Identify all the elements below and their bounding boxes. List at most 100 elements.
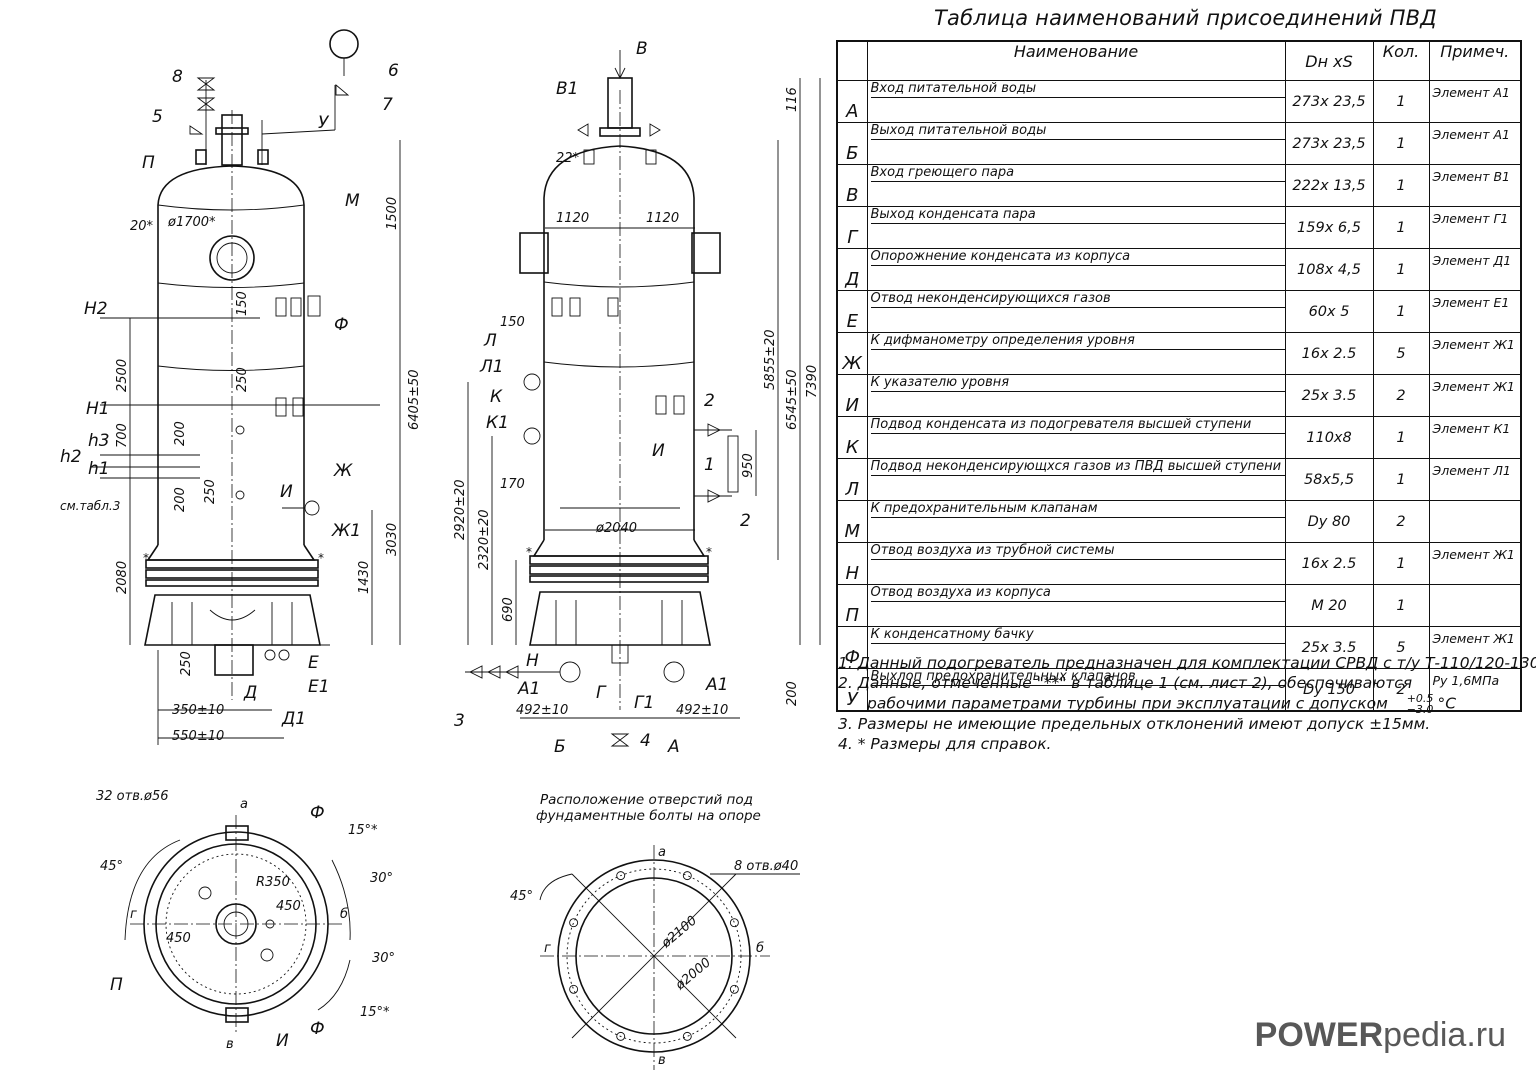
dim-2920: 2920±20 [453,479,468,540]
row-note [1428,500,1522,543]
level-h1: Н1 [86,399,110,419]
row-code: А [836,80,868,123]
row-qty: 1 [1372,122,1430,165]
callout-8: 8 [172,67,183,87]
callout-zh: Ж [333,461,353,481]
plan-callout-f-top: Ф [310,803,325,823]
row-qty: 1 [1372,542,1430,585]
row-code: В [836,164,868,207]
dim-2080: 2080 [115,561,130,594]
dim-950: 950 [741,453,756,478]
row-note: Элемент Ж1 [1428,332,1522,375]
svg-text:*: * [318,551,324,565]
row-note: Элемент Ж1 [1428,626,1522,669]
row-note: Элемент А1 [1428,122,1522,165]
row-code: Е [836,290,868,333]
row-qty: 1 [1372,248,1430,291]
row-size: 108x 4,5 [1284,248,1374,291]
row-size: 25x 3.5 [1284,626,1374,669]
dim-492-left: 492±10 [516,703,568,718]
note-3: 3. Размеры не имеющие предельных отклоне… [838,715,1431,733]
level-h1-small: h1 [88,459,110,479]
row-name-text: Подвод неконденсирующхся газов из ПВД вы… [870,459,1285,476]
plan-callout-i: И [276,1031,289,1051]
dim-700: 700 [115,423,130,448]
note-4: 4. * Размеры для справок. [838,734,1052,753]
row-code: Ф [836,626,868,669]
plan-callout-p: П [110,975,123,995]
dim-dia-2040: ø2040 [595,521,637,536]
callout-g1: Г1 [634,693,654,713]
level-h2-small: h2 [60,447,82,467]
callout-d1: Д1 [281,709,306,729]
dim-6405: 6405±50 [407,369,422,430]
row-name: Опорожнение конденсата из корпуса [866,248,1286,291]
row-name-text: К предохранительным клапанам [870,501,1285,518]
watermark-rest: pedia.ru [1383,1016,1506,1054]
row-name-text: К конденсатному бачку [870,627,1285,644]
callout-2-upper: 2 [704,391,715,411]
callout-a1-left: А1 [517,679,540,699]
dim-150: 150 [235,291,250,316]
watermark-logo: POWERpedia.ru [1255,1016,1506,1055]
bolt-angle-45: 45° [510,889,533,904]
table-title: Таблица наименований присоединений ПВД [934,6,1437,30]
row-note: Элемент К1 [1428,416,1522,459]
row-name: Отвод воздуха из корпуса [866,584,1286,627]
row-name: К указателю уровня [866,374,1286,417]
watermark-bold: POWER [1254,1016,1384,1054]
callout-6: 6 [388,61,399,81]
row-qty: 5 [1372,626,1430,669]
bolt-title-line2: фундаментные болты на опоре [536,808,761,824]
note-2-text: рабочими параметрами турбины при эксплуа… [867,694,1388,713]
callout-p: П [142,153,155,173]
bolt-axis-g: г [544,941,551,956]
row-size: 16x 2.5 [1284,542,1374,585]
dim-2320: 2320±20 [477,509,492,570]
callout-l: Л [483,331,497,351]
dim-3030: 3030 [385,523,400,556]
plan-view [124,815,351,1035]
callout-d: Д [243,683,257,703]
plan-axis-g: г [130,907,137,922]
dim-200: 200 [785,681,800,706]
row-name: Отвод неконденсирующихся газов [866,290,1286,333]
row-size: Dy 80 [1284,500,1374,543]
row-name-text: Выход конденсата пара [870,207,1285,224]
row-name: Выхлоп предохранительных клапанов [866,668,1286,712]
bolt-hole-view [539,845,800,1070]
tolerance-plus: +0.5 [1406,692,1434,705]
row-note: Элемент Ж1 [1428,542,1522,585]
callout-k1: К1 [486,413,509,433]
table-header-row: Наименование Dн xS Кол. Примеч. [836,40,1522,81]
callout-7: 7 [382,95,393,115]
plan-view-labels: 32 отв.ø56 а г б в Ф Ф И П R350 450 450 … [96,789,395,1052]
bolt-hole [616,1031,626,1041]
callout-e: Е [308,653,319,673]
callout-a: А [667,737,680,757]
row-name-text: Подвод конденсата из подогревателя высше… [870,417,1285,434]
bolt-holes [569,871,739,1041]
row-size: 25x 3.5 [1284,374,1374,417]
tolerance-minus: −3.0 [1406,703,1434,716]
row-note: Элемент Е1 [1428,290,1522,333]
callout-m: М [345,191,360,211]
dim-7390: 7390 [805,365,820,398]
plan-callout-f-bottom: Ф [310,1019,325,1039]
callout-v1: В1 [556,79,578,99]
row-name: Подвод неконденсирующхся газов из ПВД вы… [866,458,1286,501]
row-qty: 2 [1372,374,1430,417]
bolt-hole [729,918,739,928]
dim-2500: 2500 [115,359,130,392]
row-name: Вход греющего пара [866,164,1286,207]
row-qty: 1 [1372,80,1430,123]
row-name-text: К указателю уровня [870,375,1285,392]
row-name-text: Вход греющего пара [870,165,1285,182]
row-name: Выход питательной воды [866,122,1286,165]
row-size: 273x 23,5 [1284,122,1374,165]
